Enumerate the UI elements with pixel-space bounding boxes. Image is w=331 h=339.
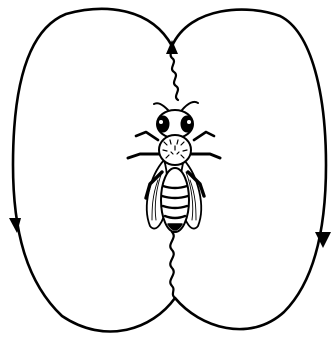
bee-right-front-leg [194,132,214,140]
bee-abdomen [161,168,189,232]
bee-left-antenna [154,103,168,110]
right-loop [172,10,326,330]
bee-left-mid-leg [128,154,160,158]
bee-left-eye [157,116,169,132]
bee-left-front-leg [136,132,158,140]
waggle-run-lower [170,232,175,298]
bee-right-mid-leg [190,154,220,158]
left-loop [13,9,175,332]
bee-left-eye-highlight [159,120,163,124]
honeybee-icon [128,102,220,232]
waggle-run-upper [171,46,178,100]
bee-right-eye [181,116,193,132]
bee-right-eye-highlight [187,120,191,124]
bee-right-antenna [182,102,198,110]
waggle-up-arrow-icon [166,40,178,54]
